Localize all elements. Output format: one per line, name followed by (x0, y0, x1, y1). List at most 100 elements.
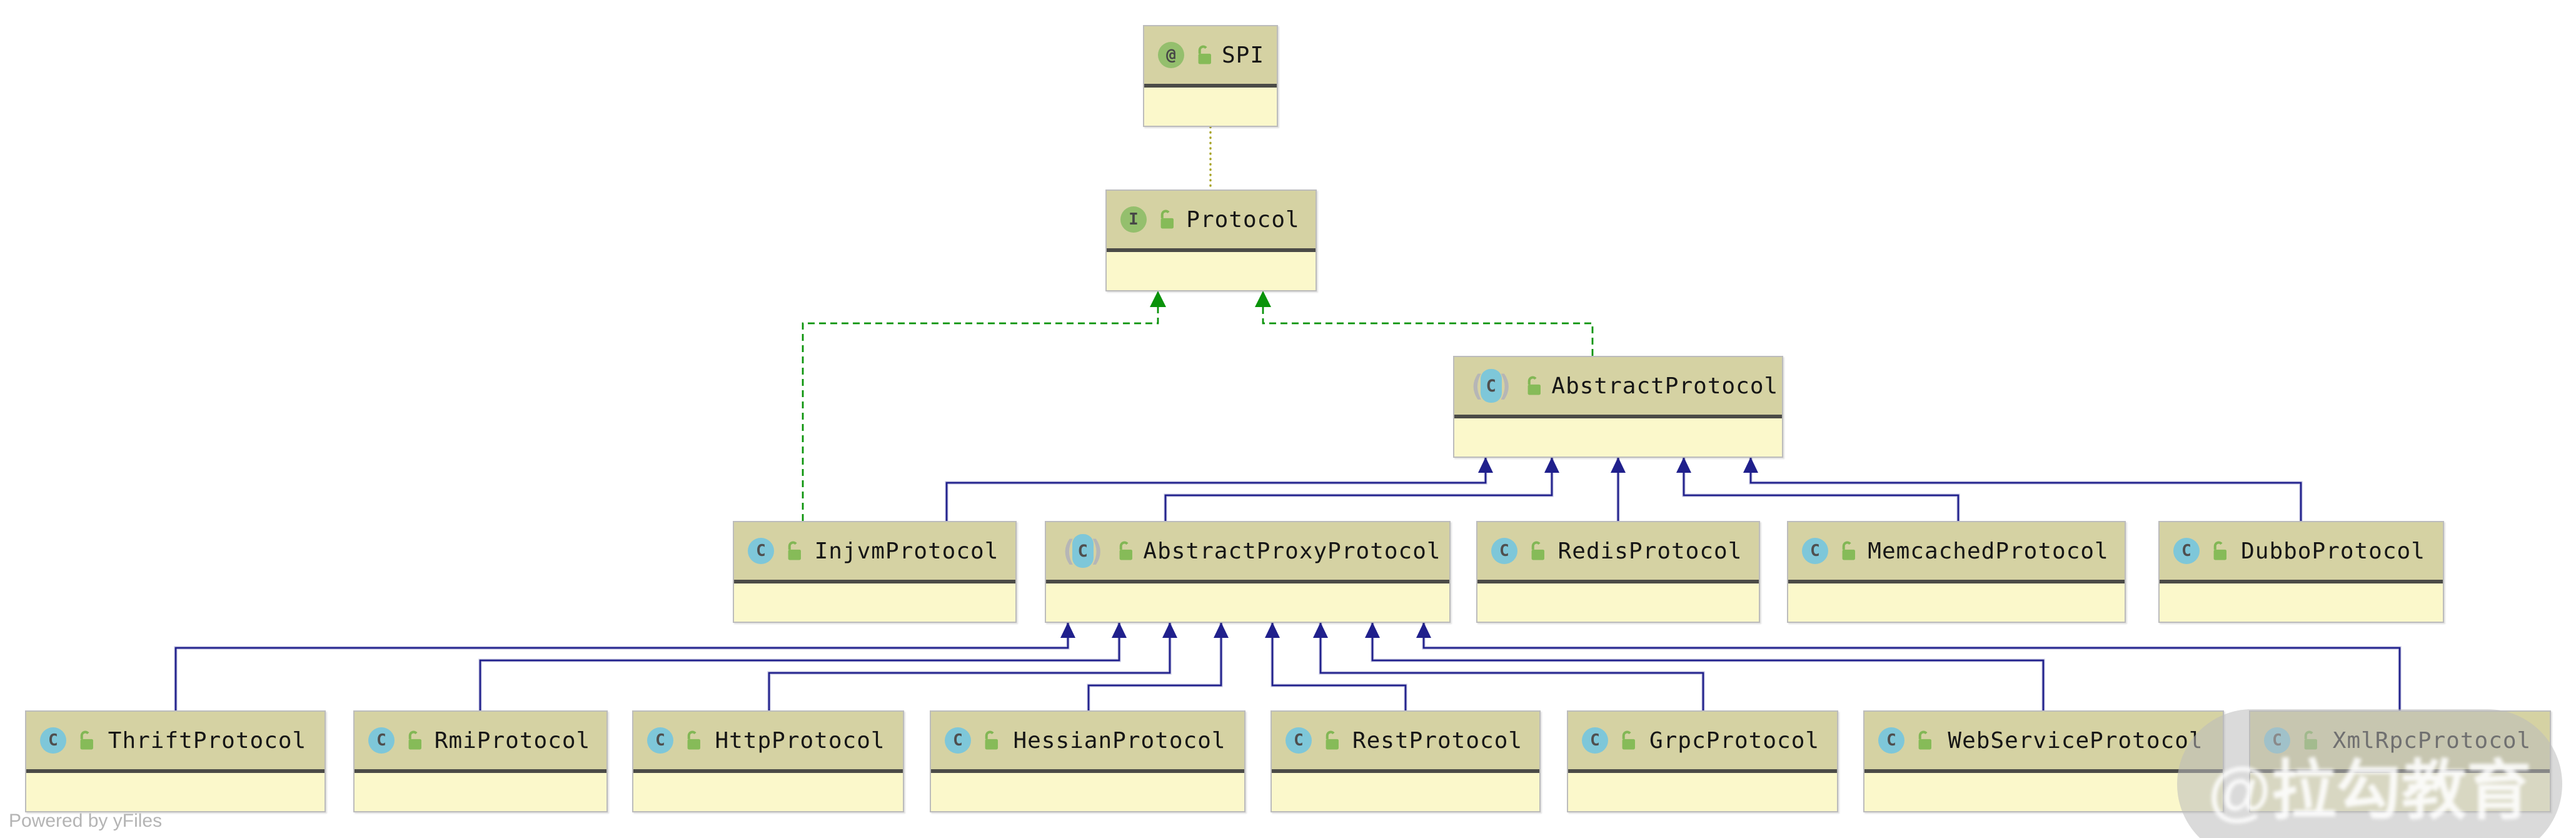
abstract-class-icon: (C) (1060, 534, 1106, 568)
node-separator (1864, 769, 2223, 773)
edge-halo (1682, 458, 1960, 521)
extend-edge-http-abstractProxy (768, 622, 1177, 710)
node-body (1454, 418, 1782, 457)
node-body (1568, 773, 1837, 811)
edge-halo (767, 623, 1172, 710)
unlock-icon (1837, 540, 1857, 562)
class-icon: C (1582, 727, 1608, 754)
class-name-label: AbstractProtocol (1551, 373, 1779, 399)
node-header: C GrpcProtocol (1568, 712, 1837, 769)
extend-edge-dubbo-abstractProtocol (1743, 457, 2302, 521)
class-name-label: AbstractProxyProtocol (1143, 538, 1441, 564)
unlock-icon (403, 730, 423, 751)
edge-halo (1749, 458, 2303, 521)
watermark: @拉勾教育 (2177, 709, 2562, 838)
edge-halo (478, 623, 1121, 710)
node-body (633, 773, 903, 811)
edge-halo (1087, 623, 1223, 710)
class-node-Protocol[interactable]: I Protocol (1105, 189, 1317, 291)
unlock-icon (1114, 540, 1134, 562)
class-node-SPI[interactable]: @SPI (1143, 25, 1278, 127)
extend-edge-grpc-abstractProxy (1313, 622, 1704, 710)
class-node-AbstractProxyProtocol[interactable]: (C) AbstractProxyProtocol (1045, 521, 1451, 623)
class-node-ThriftProtocol[interactable]: C ThriftProtocol (25, 710, 326, 812)
class-icon: C (1491, 538, 1517, 564)
unlock-icon (1617, 730, 1637, 751)
node-separator (1788, 580, 2125, 583)
class-node-RedisProtocol[interactable]: C RedisProtocol (1476, 521, 1760, 623)
node-header: I Protocol (1107, 191, 1316, 248)
interface-icon: I (1120, 206, 1147, 233)
class-name-label: WebServiceProtocol (1948, 727, 2203, 754)
class-name-label: GrpcProtocol (1649, 727, 1820, 754)
node-separator (1454, 415, 1782, 418)
extend-edge-rmi-abstractProxy (479, 622, 1127, 710)
class-node-WebServiceProtocol[interactable]: C WebServiceProtocol (1863, 710, 2224, 812)
edge-halo (1164, 458, 1554, 521)
unlock-icon (783, 540, 803, 562)
class-node-AbstractProtocol[interactable]: (C)AbstractProtocol (1453, 356, 1783, 458)
class-name-label: DubboProtocol (2241, 538, 2425, 564)
edge-halo (1319, 623, 1705, 710)
extend-edge-memcached-abstractProtocol (1676, 457, 1960, 521)
node-separator (633, 769, 903, 773)
node-separator (734, 580, 1015, 583)
node-body (1788, 583, 2125, 622)
class-icon: C (1878, 727, 1904, 754)
realize-edge-injvm-protocol (802, 291, 1166, 521)
extend-edge-webservice-abstractProxy (1365, 622, 2045, 710)
class-name-label: MemcachedProtocol (1868, 538, 2109, 564)
extend-edge-abstractProxy-abstractProtocol (1164, 457, 1559, 521)
class-name-label: InjvmProtocol (814, 538, 999, 564)
class-name-label: ThriftProtocol (108, 727, 307, 754)
node-header: C ThriftProtocol (26, 712, 325, 769)
unlock-icon (75, 730, 95, 751)
node-separator (355, 769, 606, 773)
edge-halo (174, 623, 1070, 710)
node-separator (1144, 84, 1277, 88)
node-separator (1046, 580, 1449, 583)
unlock-icon (1193, 44, 1213, 66)
node-body (1272, 773, 1539, 811)
edge-halo (1270, 623, 1407, 710)
class-name-label: Protocol (1186, 206, 1300, 233)
extend-edge-hessian-abstractProxy (1087, 622, 1229, 710)
unlock-icon (1526, 540, 1546, 562)
class-node-GrpcProtocol[interactable]: C GrpcProtocol (1567, 710, 1838, 812)
class-icon: C (40, 727, 66, 754)
node-body (1046, 583, 1449, 622)
unlock-icon (980, 730, 1000, 751)
node-separator (1477, 580, 1759, 583)
class-icon: C (1285, 727, 1312, 754)
class-name-label: SPI (1222, 42, 1265, 68)
class-name-label: HttpProtocol (715, 727, 885, 754)
node-separator (931, 769, 1244, 773)
node-body (1107, 252, 1316, 290)
unlock-icon (1321, 730, 1341, 751)
node-body (355, 773, 606, 811)
class-name-label: RedisProtocol (1557, 538, 1743, 564)
node-separator (2160, 580, 2443, 583)
class-name-label: RmiProtocol (434, 727, 591, 754)
unlock-icon (1155, 209, 1175, 230)
node-body (931, 773, 1244, 811)
unlock-icon (1913, 730, 1933, 751)
unlock-icon (2208, 540, 2228, 562)
node-separator (1272, 769, 1539, 773)
node-body (2160, 583, 2443, 622)
watermark-text: @拉勾教育 (2208, 754, 2532, 827)
unlock-icon (1522, 375, 1542, 396)
unlock-icon (682, 730, 702, 751)
node-separator (1568, 769, 1837, 773)
node-separator (1107, 248, 1316, 252)
node-body (26, 773, 325, 811)
